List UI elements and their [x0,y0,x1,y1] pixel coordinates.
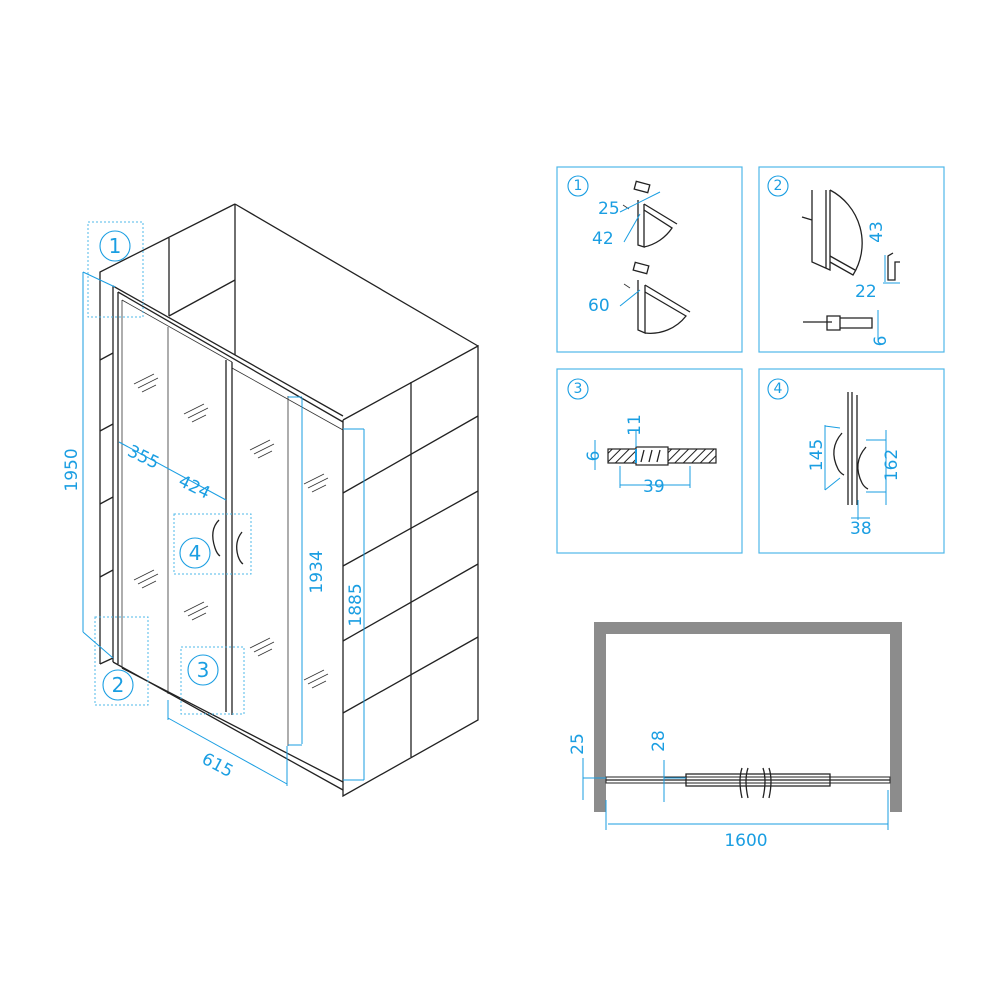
callout-box-4 [173,513,252,575]
isometric-view: 1 2 3 4 1950 355 424 1934 18 [62,203,479,798]
callout-circle-1 [99,230,131,262]
callout-label-4: 4 [189,541,202,565]
dim-height-total: 1950 [62,448,82,491]
detail-number-2: 2 [774,178,783,194]
glass-reflection-marks [133,373,329,689]
detail-panel-2: 2 43 22 6 [758,166,945,353]
detail-number-3: 3 [574,381,583,397]
detail-1-dim-25: 25 [598,199,620,219]
handle-icon [212,519,221,557]
detail-2-dim-6: 6 [871,336,891,347]
callout-circle-2 [102,669,134,701]
handle-icon [236,531,244,565]
right-wall [234,203,479,798]
callout-box-3 [180,646,245,715]
detail-number-1: 1 [574,178,583,194]
detail-2-dim-22: 22 [855,282,877,302]
sliding-door [112,285,344,791]
detail-panel-1: 1 25 42 60 [556,166,743,353]
callout-circle-3 [187,654,219,686]
detail-panel-4: 4 145 162 38 [758,368,945,554]
plan-dim-25: 25 [568,733,588,755]
callout-label-3: 3 [197,658,210,682]
dim-height-door: 1934 [307,550,327,593]
detail-4-dim-162: 162 [882,449,902,481]
dim-depth: 615 [198,749,236,782]
detail-3-dim-6: 6 [584,451,604,462]
left-wall [99,203,236,665]
callout-box-2 [94,616,149,706]
callout-label-1: 1 [109,234,122,258]
dim-width-fixed-panel: 355 [124,441,162,473]
detail-1-dim-60: 60 [588,296,610,316]
detail-3-dim-11: 11 [625,414,645,436]
detail-4-dim-145: 145 [807,439,827,471]
detail-panel-3: 3 11 6 39 [556,368,743,554]
callout-circle-4 [179,537,211,569]
plan-dim-1600: 1600 [724,831,767,851]
detail-2-dim-43: 43 [867,221,887,243]
detail-3-dim-39: 39 [643,477,665,497]
callout-box-1 [87,221,144,318]
detail-4-dim-38: 38 [850,519,872,539]
callout-label-2: 2 [112,673,125,697]
dim-width-door-panel: 424 [175,471,213,503]
plan-view: 25 28 1600 [568,622,902,851]
dim-height-wall: 1885 [346,583,366,626]
dimension-lines [82,271,365,786]
detail-1-dim-42: 42 [592,229,614,249]
detail-number-4: 4 [774,381,783,397]
plan-dim-28: 28 [649,730,669,752]
